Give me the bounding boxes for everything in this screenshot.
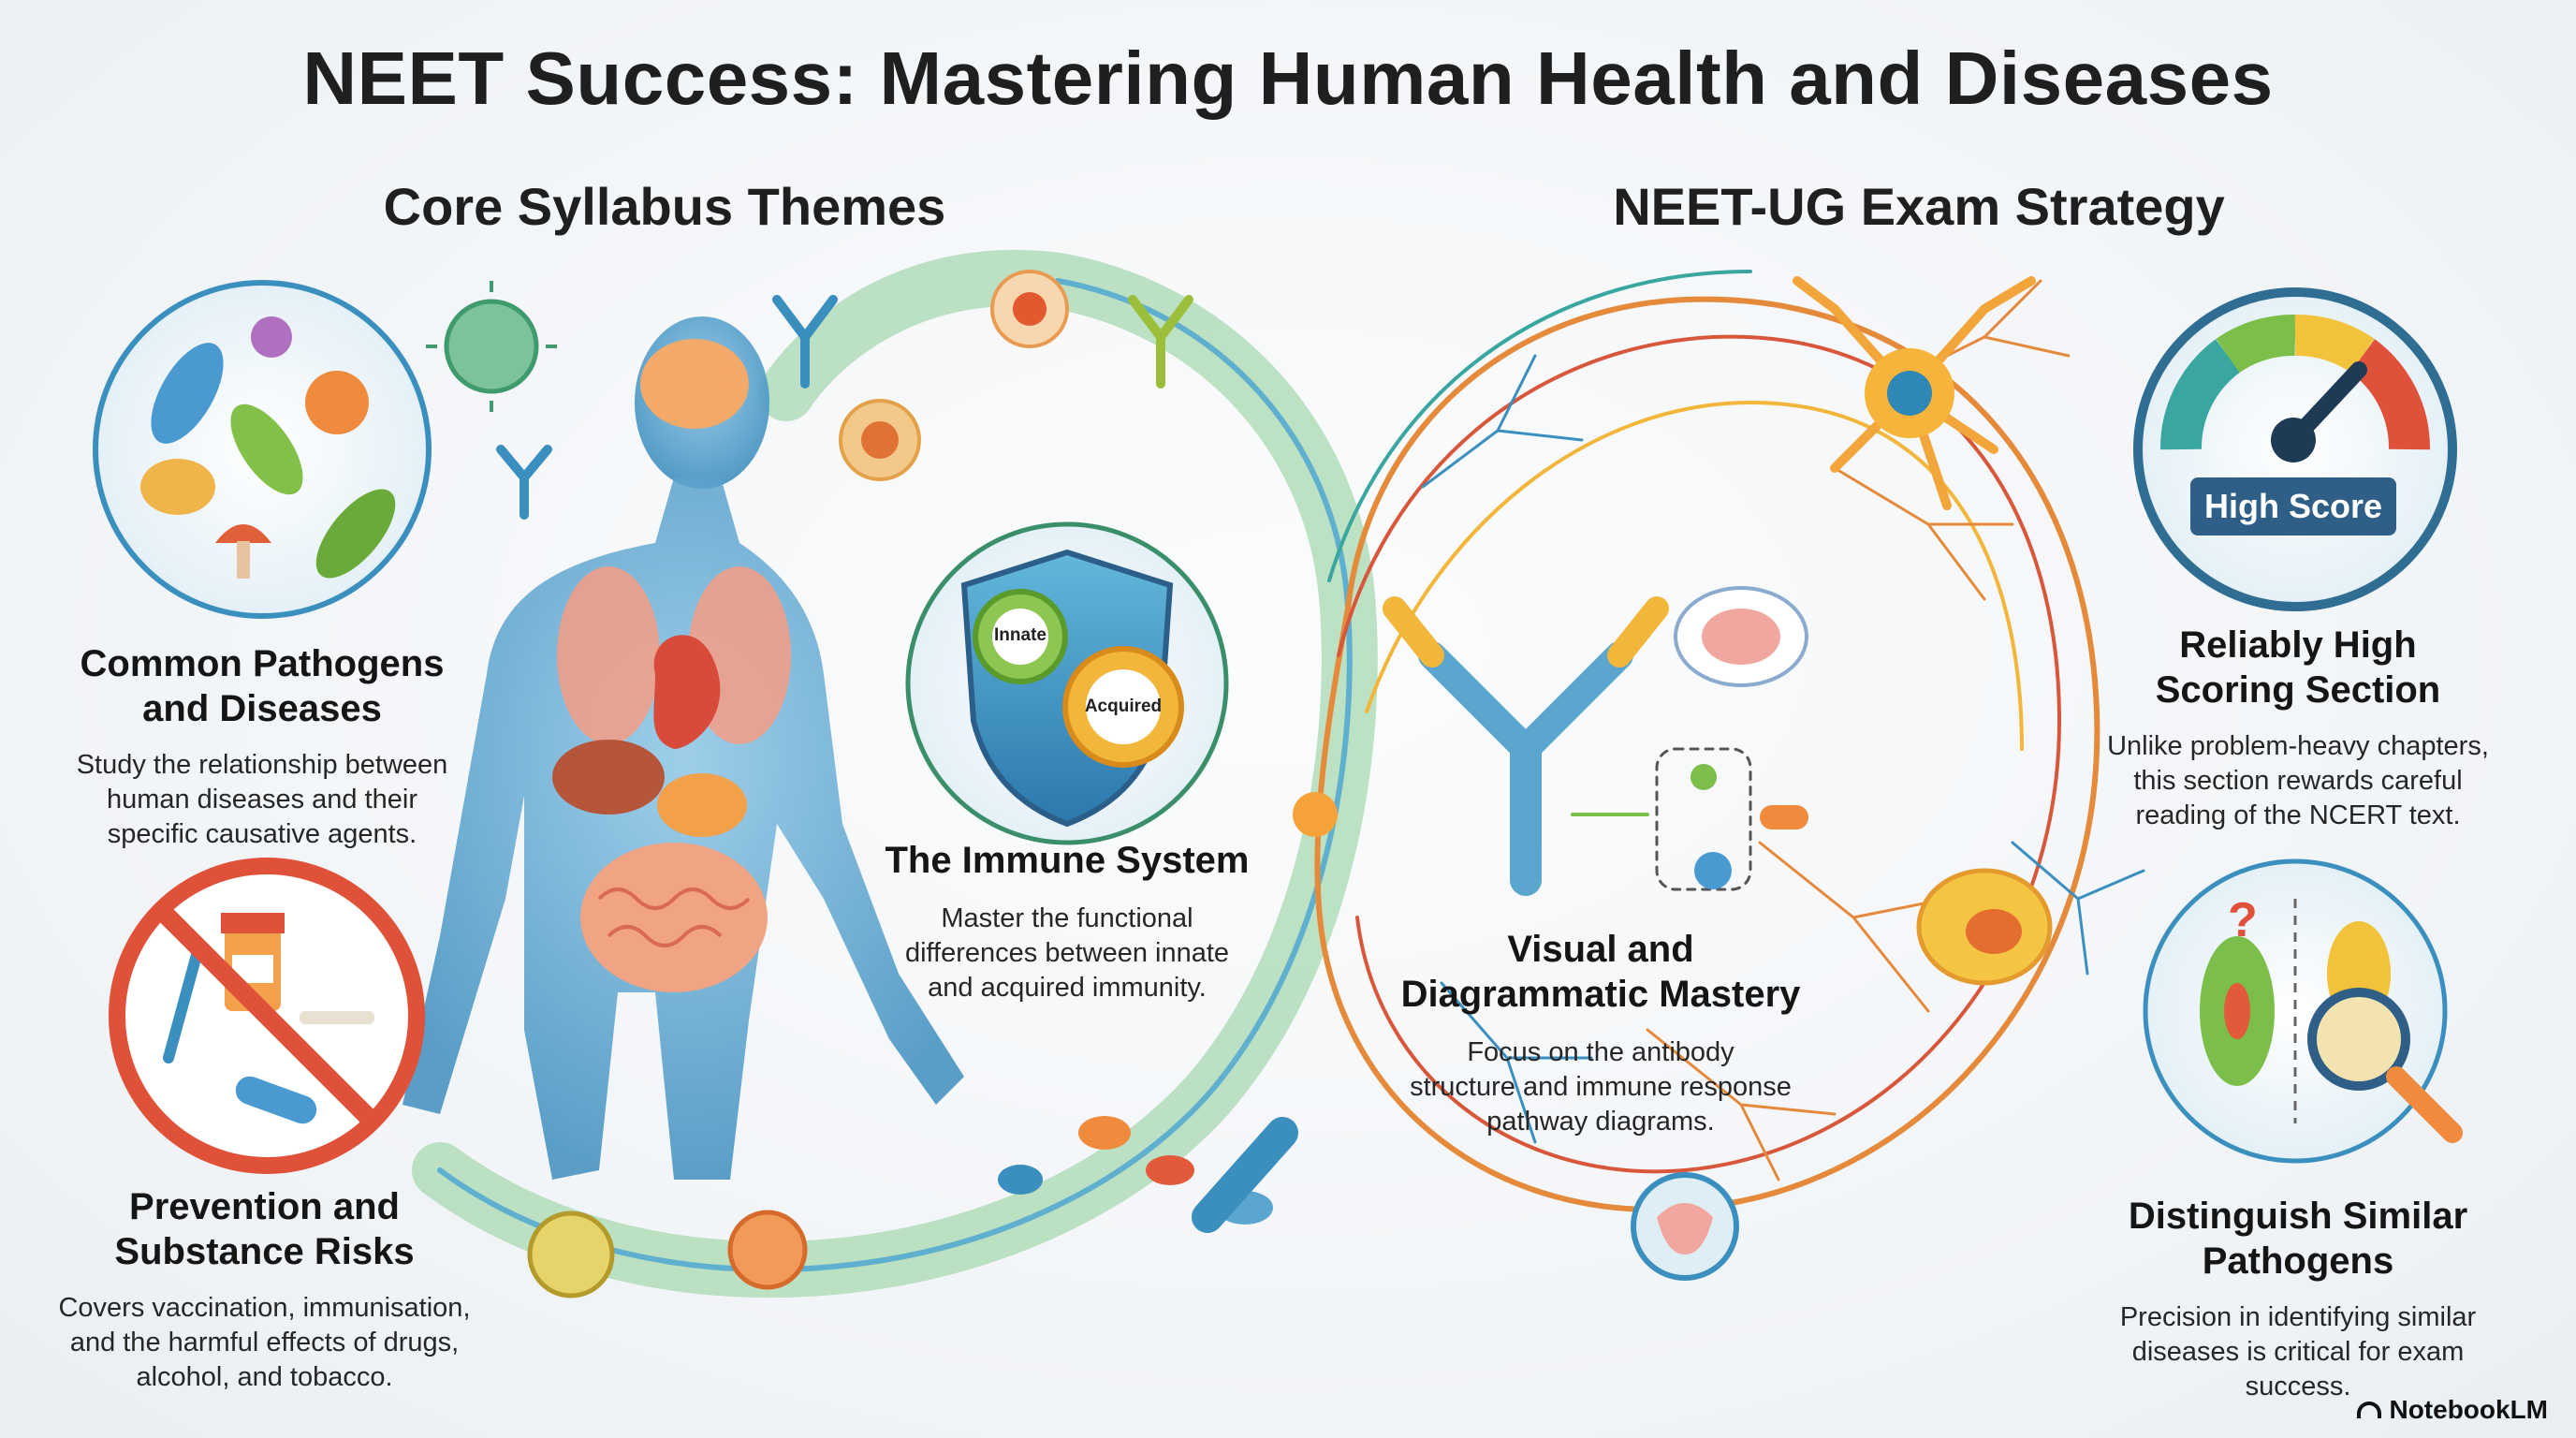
title-line: Prevention and [129, 1186, 400, 1227]
desc-line: Master the functional [941, 903, 1193, 933]
neuron-art [1793, 276, 2036, 510]
title-line: and Diseases [142, 688, 382, 729]
page-title: NEET Success: Mastering Human Health and… [302, 37, 2274, 120]
item-title: Distinguish Similar Pathogens [2055, 1194, 2541, 1284]
acquired-gear-label: Acquired [1084, 697, 1163, 716]
item-description: Covers vaccination, immunisation, and th… [19, 1291, 510, 1395]
desc-line: human diseases and their [106, 785, 418, 815]
high-score-gauge-art [2133, 287, 2457, 611]
item-visual-diagrammatic: Visual and Diagrammatic Mastery Focus on… [1348, 927, 1853, 1139]
branding-text: NotebookLM [2389, 1395, 2548, 1424]
title-line: Visual and [1507, 929, 1694, 970]
desc-line: alcohol, and tobacco. [136, 1362, 393, 1393]
section-title-core-syllabus: Core Syllabus Themes [383, 177, 946, 236]
desc-line: Focus on the antibody [1467, 1037, 1734, 1067]
desc-line: this section rewards careful [2133, 766, 2463, 797]
title-line: Distinguish Similar [2128, 1196, 2468, 1237]
item-high-scoring: Reliably High Scoring Section Unlike pro… [2055, 623, 2541, 833]
high-score-label: High Score [2203, 487, 2383, 525]
immune-circle-art [905, 521, 1229, 845]
item-description: Focus on the antibody structure and immu… [1348, 1035, 1853, 1139]
notebooklm-logo-icon [2357, 1401, 2382, 1418]
item-common-pathogens: Common Pathogens and Diseases Study the … [19, 641, 505, 852]
antibody-small-art [496, 295, 1193, 520]
item-title: Prevention and Substance Risks [19, 1184, 510, 1274]
desc-line: and the harmful effects of drugs, [69, 1328, 460, 1358]
desc-line: specific causative agents. [107, 819, 417, 850]
virus-art [426, 281, 1298, 1299]
item-title: The Immune System [861, 838, 1273, 883]
title-line: Common Pathogens [80, 643, 445, 684]
desc-line: Precision in identifying similar [2119, 1302, 2477, 1332]
title-line: Substance Risks [114, 1231, 415, 1272]
item-title: Reliably High Scoring Section [2055, 623, 2541, 712]
notebooklm-branding: NotebookLM [2357, 1395, 2548, 1425]
section-title-exam-strategy: NEET-UG Exam Strategy [1613, 177, 2225, 236]
desc-line: Study the relationship between [76, 750, 448, 780]
desc-line: reading of the NCERT text. [2135, 800, 2461, 831]
distinguish-circle-art: ? [2143, 858, 2463, 1164]
desc-line: diseases is critical for exam [2131, 1337, 2465, 1368]
item-prevention: Prevention and Substance Risks Covers va… [19, 1184, 510, 1395]
desc-line: Unlike problem-heavy chapters, [2107, 731, 2489, 761]
desc-line: structure and immune response [1410, 1072, 1792, 1103]
title-line: Pathogens [2202, 1240, 2394, 1282]
desc-line: differences between innate [904, 938, 1230, 969]
title-line: Reliably High [2179, 624, 2417, 666]
desc-line: success. [2245, 1372, 2351, 1402]
item-description: Precision in identifying similar disease… [2055, 1300, 2541, 1404]
title-line: Diagrammatic Mastery [1400, 974, 1801, 1015]
item-distinguish-pathogens: Distinguish Similar Pathogens Precision … [2055, 1194, 2541, 1404]
title-line: Scoring Section [2155, 669, 2441, 711]
desc-line: Covers vaccination, immunisation, [58, 1293, 471, 1323]
pathogens-circle-art [93, 280, 432, 619]
antibody-large-art [1383, 586, 1808, 896]
innate-gear-label: Innate [994, 625, 1046, 645]
item-description: Master the functional differences betwee… [861, 902, 1273, 1005]
desc-line: pathway diagrams. [1486, 1107, 1715, 1137]
item-title: Common Pathogens and Diseases [19, 641, 505, 731]
item-immune-system: The Immune System Master the functional … [861, 838, 1273, 1005]
title-line: The Immune System [885, 840, 1250, 881]
item-description: Study the relationship between human dis… [19, 748, 505, 852]
item-title: Visual and Diagrammatic Mastery [1348, 927, 1853, 1017]
human-body-art [402, 316, 964, 1180]
prevention-circle-art [109, 858, 425, 1174]
cells-art [839, 270, 2053, 1281]
item-description: Unlike problem-heavy chapters, this sect… [2055, 729, 2541, 833]
desc-line: and acquired immunity. [928, 973, 1207, 1004]
svg-text:?: ? [2228, 893, 2258, 947]
